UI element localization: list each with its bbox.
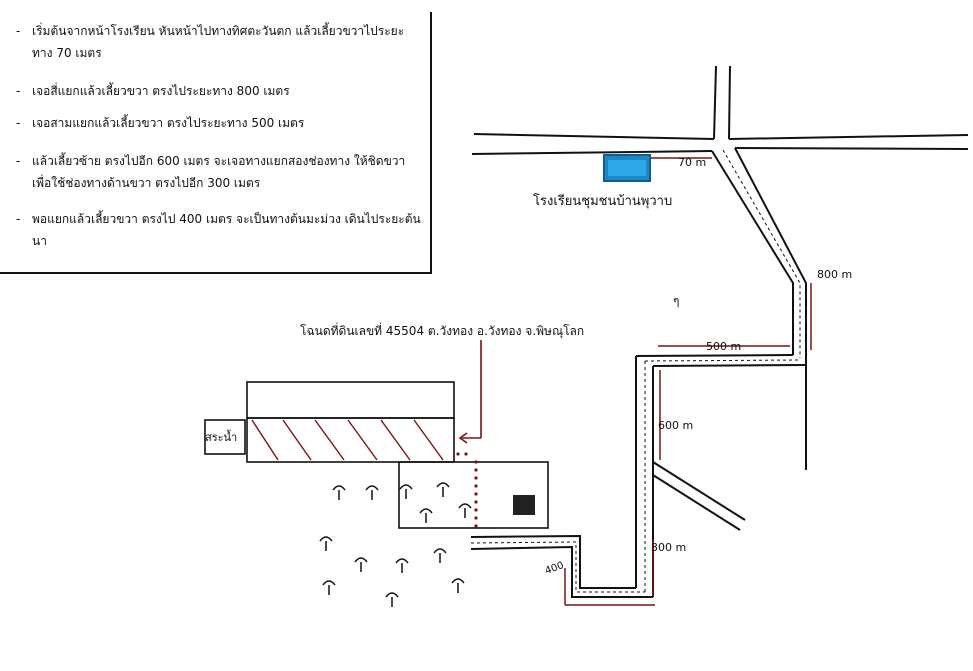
tree-icon <box>395 558 409 573</box>
branch-road <box>652 461 746 531</box>
direction-step: - เริ่มต้นจากหน้าโรงเรียน หันหน้าไปทางทิ… <box>16 20 424 64</box>
compass-north-marker: ๆ <box>673 294 680 308</box>
directions-box <box>0 12 432 274</box>
tree-icon <box>419 508 433 523</box>
step-text: แล้วเลี้ยวซ้าย ตรงไปอีก 600 เมตร จะเจอทา… <box>32 154 406 190</box>
distance-label-70: 70 m <box>678 156 707 169</box>
step-text: พอแยกแล้วเลี้ยวขวา ตรงไป 400 เมตร จะเป็น… <box>32 212 421 248</box>
tree-icon <box>433 548 447 563</box>
land-parcel <box>204 381 549 529</box>
tree-icon <box>399 484 413 499</box>
step-marker: - <box>16 24 21 38</box>
distance-label-600: 600 m <box>658 419 694 432</box>
step-text: เจอสี่แยกแล้วเลี้ยวขวา ตรงไประยะทาง 800 … <box>32 84 290 98</box>
tree-icons <box>319 482 472 607</box>
tree-icon <box>436 482 450 497</box>
school-label: โรงเรียนชุมชนบ้านพุวาบ <box>533 194 673 209</box>
direction-step: - พอแยกแล้วเลี้ยวขวา ตรงไป 400 เมตร จะเป… <box>16 208 424 252</box>
tree-icon <box>385 592 399 607</box>
step-marker: - <box>16 212 21 226</box>
direction-step: - เจอสามแยกแล้วเลี้ยวขวา ตรงไประยะทาง 50… <box>16 112 424 134</box>
pond-label: สระน้ำ <box>205 431 238 444</box>
step-marker: - <box>16 116 21 130</box>
land-pointer-arrow <box>458 340 482 444</box>
step-text: เจอสามแยกแล้วเลี้ยวขวา ตรงไประยะทาง 500 … <box>32 116 305 130</box>
hut-icon <box>513 495 535 515</box>
school-building-icon <box>603 154 651 182</box>
north-road <box>713 65 731 140</box>
direction-step: - แล้วเลี้ยวซ้าย ตรงไปอีก 600 เมตร จะเจอ… <box>16 150 424 194</box>
tree-icon <box>332 485 346 500</box>
diagonal-road <box>711 147 807 470</box>
measure-lines <box>564 157 812 606</box>
step-marker: - <box>16 84 21 98</box>
field-boundary-dots <box>456 452 478 528</box>
top-road <box>471 133 969 155</box>
tree-icon <box>451 578 465 593</box>
tree-icon <box>458 503 472 518</box>
tree-icon <box>354 557 368 572</box>
direction-step: - เจอสี่แยกแล้วเลี้ยวขวา ตรงไประยะทาง 80… <box>16 80 424 102</box>
distance-label-500: 500 m <box>706 340 742 353</box>
tree-icon <box>365 485 379 500</box>
distance-label-300: 300 m <box>651 541 687 554</box>
distance-label-800: 800 m <box>817 268 853 281</box>
hatched-area <box>251 419 444 461</box>
step-text: เริ่มต้นจากหน้าโรงเรียน หันหน้าไปทางทิศต… <box>32 24 405 60</box>
land-deed-label: โฉนดที่ดินเลขที่ 45504 ต.วังทอง อ.วังทอง… <box>300 324 585 338</box>
road-500 <box>635 354 807 367</box>
road-400 <box>470 534 653 598</box>
road-600 <box>635 356 654 597</box>
tree-icon <box>322 580 336 595</box>
step-marker: - <box>16 154 21 168</box>
tree-icon <box>319 536 333 551</box>
